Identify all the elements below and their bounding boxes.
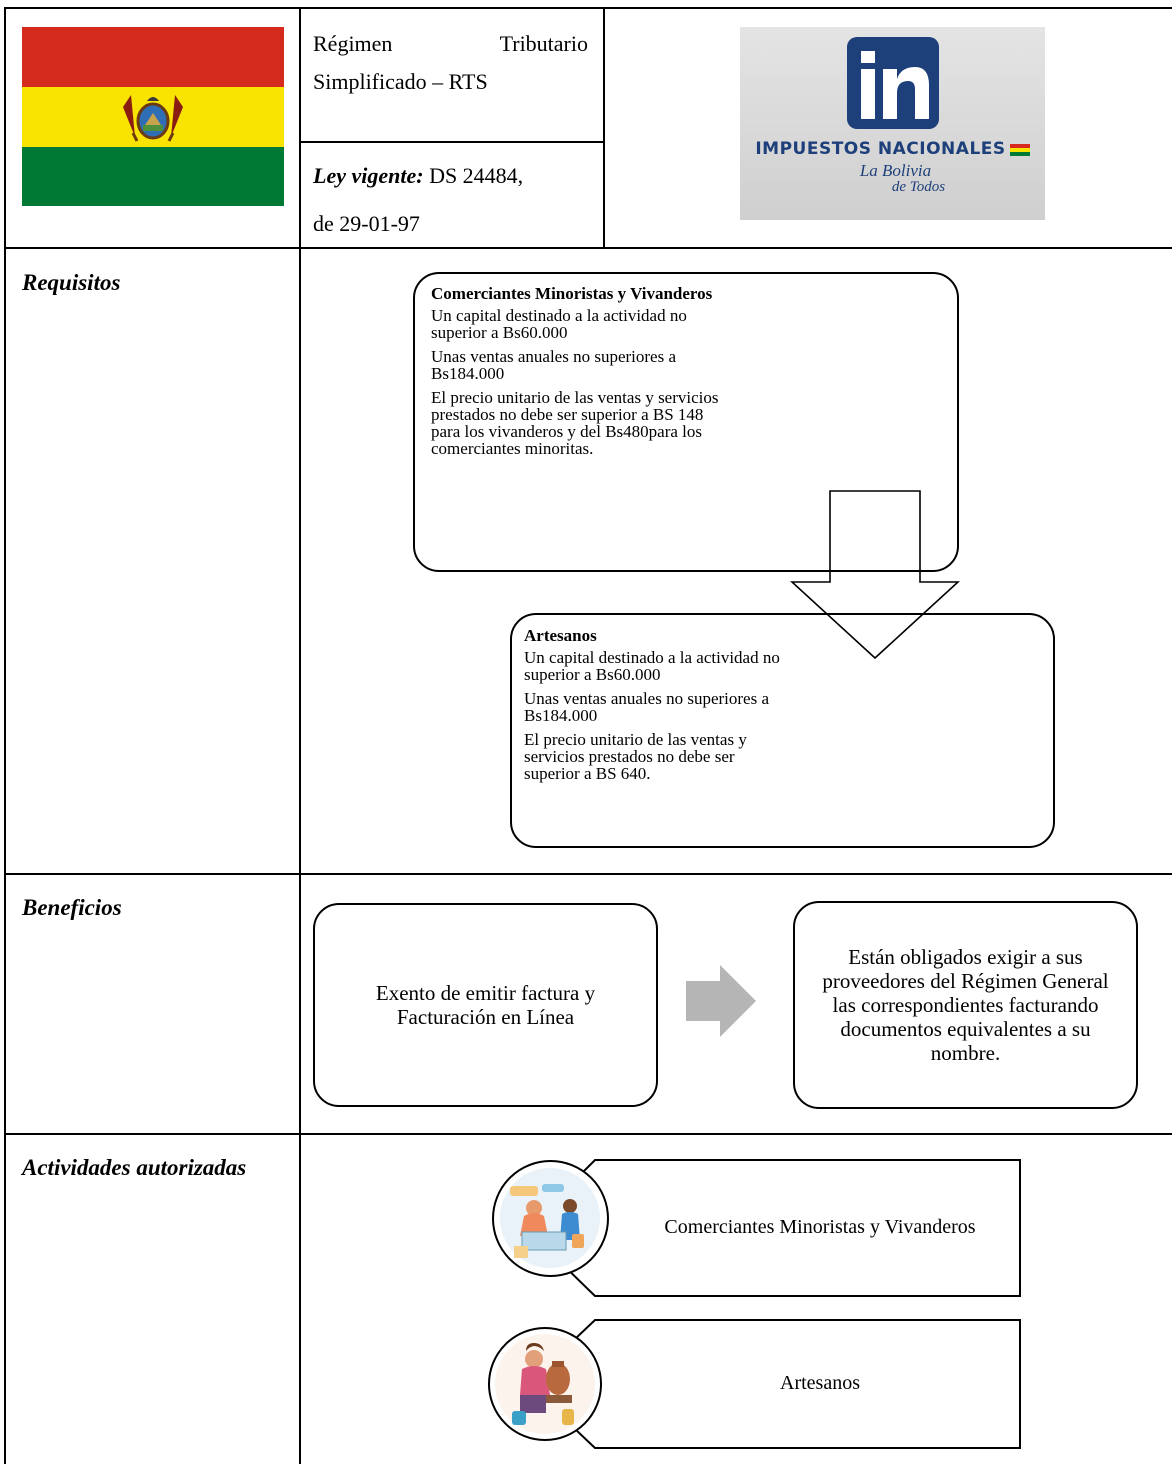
coat-of-arms-icon xyxy=(123,95,183,142)
right-arrow-icon xyxy=(686,965,756,1037)
shopping-illustration-icon xyxy=(492,1160,609,1277)
beneficio-text: Están obligados exigir a sus proveedores… xyxy=(822,945,1109,1065)
table-border-left xyxy=(4,7,6,1464)
row-divider-2 xyxy=(4,873,1172,875)
impuestos-nacionales-logo: IMPUESTOS NACIONALES La Bolivia de Todos xyxy=(740,27,1045,220)
down-arrow-icon xyxy=(790,490,960,660)
requisito-item: Unas ventas anuales no superiores a Bs18… xyxy=(431,347,677,383)
bolivia-flag xyxy=(22,27,284,206)
ley-date: de 29-01-97 xyxy=(313,211,420,236)
box-title: Artesanos xyxy=(524,626,597,645)
row-label-actividades: Actividades autorizadas xyxy=(22,1155,247,1180)
logo-slogan-line2: de Todos xyxy=(891,179,946,195)
regimen-word: Régimen xyxy=(313,31,393,56)
mini-flag-icon xyxy=(1009,144,1030,157)
tributario-word: Tributario xyxy=(499,31,588,56)
header-cell-split xyxy=(299,141,604,143)
ley-value: DS 24484, xyxy=(429,163,524,188)
requisito-item: Un capital destinado a la actividad no s… xyxy=(524,648,780,684)
beneficio-text: Exento de emitir factura y Facturación e… xyxy=(375,981,596,1029)
regimen-title: Régimen Tributario Simplificado – RTS xyxy=(313,25,588,101)
beneficio-box-obligados: Están obligados exigir a sus proveedores… xyxy=(793,901,1138,1109)
artisan-illustration-icon xyxy=(488,1327,602,1441)
bolivia-flag-icon xyxy=(22,27,284,206)
row-divider-3 xyxy=(4,1133,1172,1135)
regimen-subtitle: Simplificado – RTS xyxy=(313,69,488,94)
logo-title: IMPUESTOS NACIONALES xyxy=(755,139,1006,159)
ley-vigente: Ley vigente: DS 24484, de 29-01-97 xyxy=(313,157,588,243)
requisitos-box-comerciantes: Comerciantes Minoristas y Vivanderos Un … xyxy=(413,272,959,572)
requisito-item: El precio unitario de las ventas y servi… xyxy=(524,730,747,783)
ley-label: Ley vigente: xyxy=(313,163,424,188)
requisito-item: Un capital destinado a la actividad no s… xyxy=(431,306,687,342)
logo-slogan: La Bolivia de Todos xyxy=(740,161,1045,195)
requisito-item: El precio unitario de las ventas y servi… xyxy=(431,388,719,458)
table-column-divider xyxy=(299,7,301,1464)
box-title: Comerciantes Minoristas y Vivanderos xyxy=(431,284,713,303)
requisito-item: Unas ventas anuales no superiores a Bs18… xyxy=(524,689,770,725)
in-logo-icon xyxy=(847,37,939,129)
row-label-beneficios: Beneficios xyxy=(22,895,122,920)
row-divider-1 xyxy=(4,247,1172,249)
actividad-label-artesanos: Artesanos xyxy=(780,1372,860,1394)
table-border-top xyxy=(4,7,1172,9)
requisitos-box-artesanos: Artesanos Un capital destinado a la acti… xyxy=(510,613,1055,848)
header-inner-divider xyxy=(603,7,605,248)
row-label-requisitos: Requisitos xyxy=(22,270,121,295)
actividad-label-comerciantes: Comerciantes Minoristas y Vivanderos xyxy=(664,1216,976,1238)
logo-slogan-line1: La Bolivia xyxy=(859,161,932,180)
beneficio-box-exento: Exento de emitir factura y Facturación e… xyxy=(313,903,658,1107)
